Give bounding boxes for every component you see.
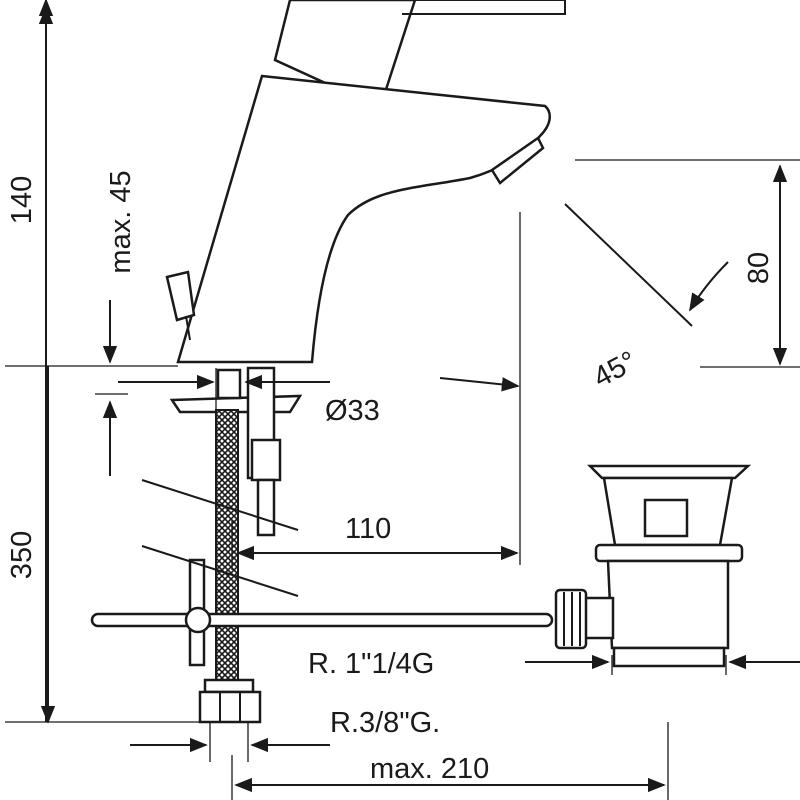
dimension-height-left xyxy=(5,0,200,724)
mounting-assembly xyxy=(90,366,554,724)
break-lines xyxy=(141,479,299,597)
label-140: 140 xyxy=(6,176,38,224)
linkage-rod xyxy=(90,612,554,628)
dimension-80 xyxy=(575,159,800,368)
label-110: 110 xyxy=(345,513,391,545)
dimension-thread-supply xyxy=(130,722,330,762)
dimension-diameter-33 xyxy=(118,368,330,410)
dimension-max-45 xyxy=(95,300,128,476)
pop-up-waste xyxy=(554,464,752,668)
label-diameter-33: Ø33 xyxy=(325,395,380,427)
label-max-45: max. 45 xyxy=(105,170,137,273)
label-350: 350 xyxy=(6,531,38,579)
dimension-thread-waste xyxy=(525,654,800,675)
label-thread-supply: R.3/8"G. xyxy=(330,707,440,739)
dimension-max-210 xyxy=(231,722,669,800)
label-max-210: max. 210 xyxy=(370,753,489,785)
dimension-angle-45 xyxy=(439,203,729,392)
label-angle-45: 45° xyxy=(588,345,642,394)
dimension-110 xyxy=(231,212,521,570)
label-80: 80 xyxy=(743,252,775,284)
label-thread-waste: R. 1"1/4G xyxy=(308,648,434,680)
flexible-hose xyxy=(215,409,239,681)
faucet-body xyxy=(165,0,566,364)
